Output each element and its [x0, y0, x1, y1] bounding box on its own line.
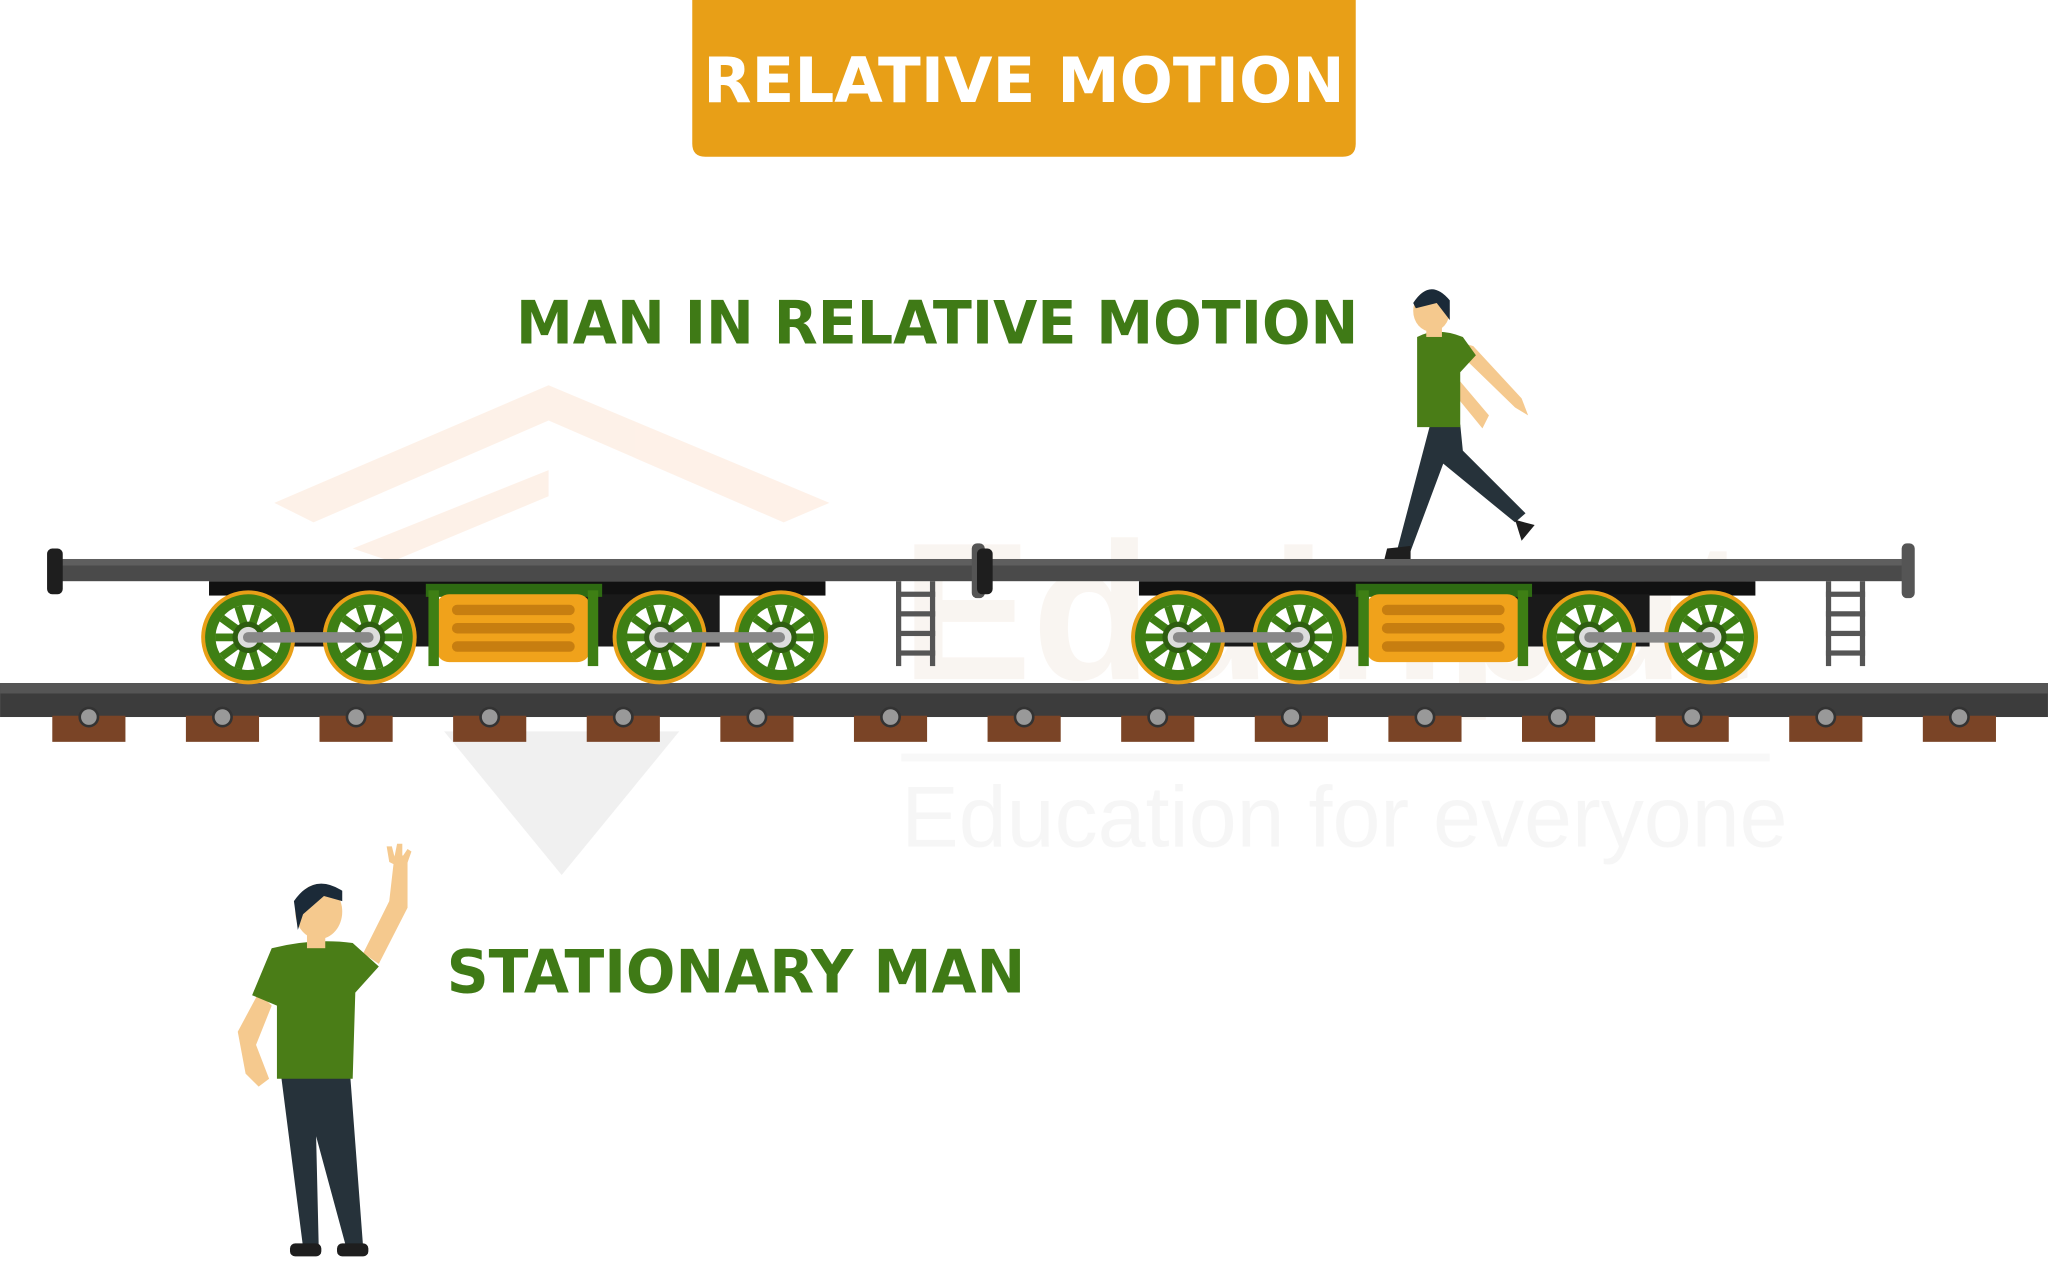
- title-banner: RELATIVE MOTION: [692, 0, 1356, 157]
- rail-bolt: [1948, 706, 1970, 728]
- stationary-man: [237, 843, 412, 1257]
- walking-man: [1384, 289, 1535, 559]
- rail-bolt: [1414, 706, 1436, 728]
- coupling-rod: [654, 632, 785, 643]
- rail-bolt: [1681, 706, 1703, 728]
- page-title: RELATIVE MOTION: [703, 44, 1344, 117]
- rail-bolt: [1013, 706, 1035, 728]
- rail-bolt: [479, 706, 501, 728]
- buffer: [47, 548, 63, 595]
- coupling-rod: [1172, 632, 1304, 643]
- stationary-man-label: STATIONARY MAN: [447, 938, 1026, 1008]
- buffer: [1901, 543, 1915, 599]
- railway-track: [0, 683, 2048, 742]
- rail-bolt: [345, 706, 367, 728]
- rail-bolt: [212, 706, 233, 728]
- watermark-tagline: Education for everyone: [901, 769, 1787, 865]
- rail-bolt: [78, 706, 100, 728]
- flatcar-left: [47, 543, 985, 685]
- rail-bolt: [746, 706, 768, 728]
- rail-bolt: [612, 706, 634, 728]
- ladder: [896, 581, 936, 667]
- rail-bolt: [1815, 706, 1837, 728]
- rail-bolt: [1280, 706, 1302, 728]
- rail-bolt: [1548, 706, 1570, 728]
- train: [47, 543, 1915, 685]
- sleepers: [52, 706, 1996, 742]
- coupling-rod: [242, 632, 374, 643]
- buffer: [976, 548, 993, 595]
- moving-man-label: MAN IN RELATIVE MOTION: [516, 288, 1358, 358]
- coupling-rod: [1584, 632, 1715, 643]
- rail-bolt: [880, 706, 901, 728]
- watermark-logo: [274, 385, 830, 876]
- flatcar-right: [976, 543, 1915, 685]
- ladder: [1825, 581, 1866, 667]
- rail-bolt: [1147, 706, 1169, 728]
